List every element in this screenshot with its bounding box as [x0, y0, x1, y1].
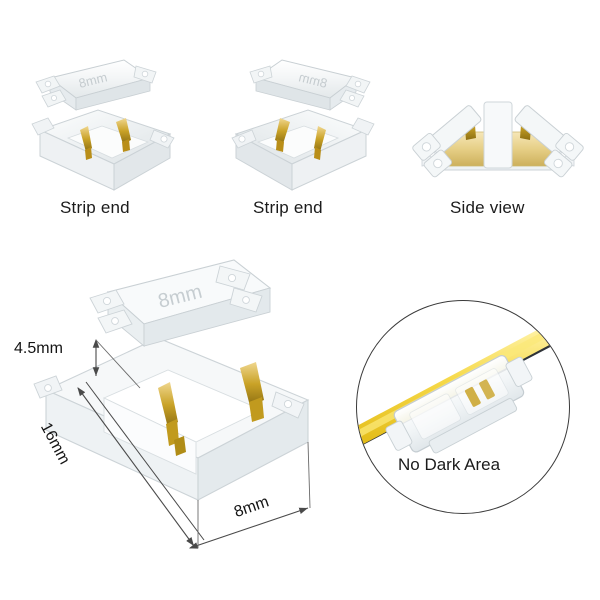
- caption-no-dark-area: No Dark Area: [398, 455, 501, 474]
- connector-strip-end-right: 8mm: [228, 52, 378, 197]
- cob-led-strip-icon: [357, 317, 569, 454]
- caption-strip-end-right: Strip end: [253, 198, 323, 217]
- embossed-size-text: 8mm: [297, 69, 329, 91]
- connector-side-view: [412, 58, 584, 193]
- dimension-diagram: 8mm: [8, 259, 318, 562]
- caption-strip-end-left: Strip end: [60, 198, 130, 217]
- dimension-label-height: 4.5mm: [14, 340, 63, 357]
- connector-strip-end-left: 8mm: [28, 52, 178, 197]
- led-strip-connector-icon: 8mm: [231, 59, 375, 191]
- embossed-size-text: 8mm: [77, 69, 109, 91]
- caption-side-view: Side view: [450, 198, 525, 217]
- no-dark-area-inset: [356, 300, 570, 514]
- led-strip-connector-icon: [412, 101, 584, 178]
- dimension-diagram-svg: 8mm: [33, 259, 311, 549]
- led-strip-connector-icon: 8mm: [31, 59, 175, 191]
